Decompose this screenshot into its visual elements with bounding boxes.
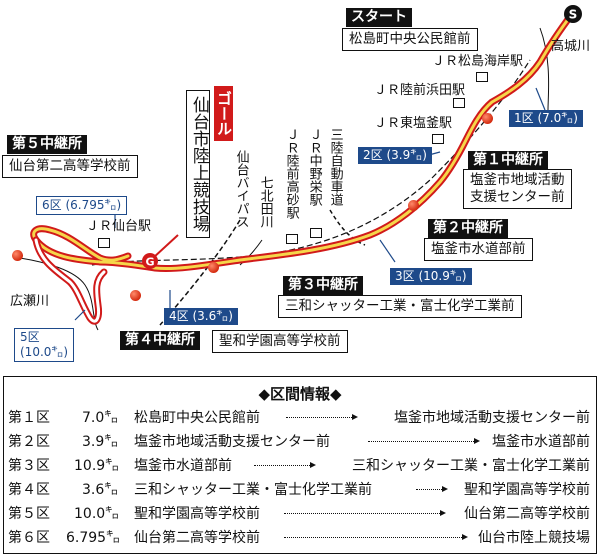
start-tag: スタート <box>346 8 412 28</box>
info-to: 塩釜市地域活動支援センター前 <box>394 410 590 426</box>
sanriku-expressway <box>329 209 366 246</box>
station-matsushima-kaigan: ＪＲ松島海岸駅 <box>432 54 524 69</box>
takagi-river <box>539 27 550 111</box>
relay-3-tag: 第３中継所 <box>283 276 363 296</box>
info-dist: 10.0㌔ <box>74 506 120 522</box>
info-arrow <box>286 414 358 420</box>
section-5-dist: (10.0㌔) <box>20 345 69 359</box>
info-leg: 第１区 <box>8 410 50 426</box>
hirose-river-label: 広瀬川 <box>10 294 50 309</box>
section-pointers <box>74 87 546 321</box>
section-info-panel: ◆区間情報◆ 第１区 7.0㌔ 松島町中央公民館前 塩釜市地域活動支援センター前… <box>3 376 597 554</box>
info-dist: 3.6㌔ <box>82 482 119 498</box>
info-arrow <box>284 510 446 516</box>
relay-5-name: 仙台第二高等学校前 <box>2 155 138 178</box>
relay-4-name: 聖和学園高等学校前 <box>212 330 348 353</box>
start-marker: S <box>564 5 582 23</box>
route-line <box>30 10 576 325</box>
info-from: 塩釜市水道部前 <box>134 458 232 474</box>
station-rikuzen-hamada: ＪＲ陸前浜田駅 <box>374 83 466 98</box>
station-icon <box>98 238 110 248</box>
station-icon <box>453 98 465 108</box>
info-arrow <box>368 438 480 444</box>
goal-tag: ゴール <box>214 86 233 141</box>
station-higashi-shiogama: ＪＲ東塩釜駅 <box>374 116 453 131</box>
relay-1-name-line2: 支援センター前 <box>470 188 565 205</box>
station-icon <box>476 72 488 82</box>
section-5-name: 5区 <box>20 330 40 344</box>
info-from: 松島町中央公民館前 <box>134 410 260 426</box>
info-row-4: 第４区 3.6㌔ 三和シャッター工業・富士化学工業前 聖和学園高等学校前 <box>8 479 590 501</box>
station-sendai: ＪＲ仙台駅 <box>86 219 152 234</box>
station-icon <box>432 134 444 144</box>
info-row-2: 第２区 3.9㌔ 塩釜市地域活動支援センター前 塩釜市水道部前 <box>8 431 590 453</box>
info-to: 仙台第二高等学校前 <box>464 506 590 522</box>
section-6-label: 6区 (6.795㌔) <box>36 196 128 215</box>
relay-1-name-line1: 塩釜市地域活動 <box>470 172 565 188</box>
relay-5-dot <box>12 250 23 261</box>
rail-line <box>91 59 531 266</box>
relay-1-name: 塩釜市地域活動 支援センター前 <box>463 169 572 209</box>
info-from: 聖和学園高等学校前 <box>134 506 260 522</box>
station-nakanosakae: ＪＲ中野栄駅 <box>306 128 322 206</box>
start-name: 松島町中央公民館前 <box>342 28 478 51</box>
info-dist: 6.795㌔ <box>66 530 121 546</box>
info-leg: 第６区 <box>8 530 50 546</box>
relay-2-name: 塩釜市水道部前 <box>424 238 533 261</box>
info-arrow <box>416 486 448 492</box>
info-row-1: 第１区 7.0㌔ 松島町中央公民館前 塩釜市地域活動支援センター前 <box>8 407 590 429</box>
info-to: 仙台市陸上競技場 <box>478 530 590 546</box>
goal-pointer <box>152 234 179 259</box>
info-leg: 第５区 <box>8 506 50 522</box>
relay-3-dot <box>208 262 219 273</box>
info-row-3: 第３区 10.9㌔ 塩釜市水道部前 三和シャッター工業・富士化学工業前 <box>8 455 590 477</box>
info-from: 三和シャッター工業・富士化学工業前 <box>134 482 372 498</box>
section-3-label: 3区 (10.9㌔) <box>390 268 472 285</box>
section-5-label: 5区 (10.0㌔) <box>14 328 75 362</box>
info-row-6: 第６区 6.795㌔ 仙台第二高等学校前 仙台市陸上競技場 <box>8 527 590 549</box>
relay-4-tag: 第４中継所 <box>120 331 200 351</box>
goal-name: 仙台市陸上競技場 <box>186 90 210 238</box>
relay-5-tag: 第５中継所 <box>7 135 87 155</box>
info-row-5: 第５区 10.0㌔ 聖和学園高等学校前 仙台第二高等学校前 <box>8 503 590 525</box>
info-dist: 10.9㌔ <box>74 458 120 474</box>
info-to: 三和シャッター工業・富士化学工業前 <box>352 458 590 474</box>
info-arrow <box>254 462 316 468</box>
svg-text:G: G <box>145 256 154 269</box>
info-to: 聖和学園高等学校前 <box>464 482 590 498</box>
info-leg: 第３区 <box>8 458 50 474</box>
relay-3-name: 三和シャッター工業・富士化学工業前 <box>278 295 522 318</box>
section-1-label: 1区 (7.0㌔) <box>509 110 583 127</box>
info-leg: 第４区 <box>8 482 50 498</box>
sanriku-label: 三陸自動車道 <box>327 128 343 206</box>
station-rikuzen-takasago: ＪＲ陸前高砂駅 <box>283 128 299 219</box>
takagi-river-label: 高城川 <box>551 39 591 54</box>
section-2-label: 2区 (3.9㌔) <box>358 147 432 164</box>
relay-2-dot <box>408 200 419 211</box>
section-info-title: ◆区間情報◆ <box>258 385 342 403</box>
info-dist: 3.9㌔ <box>82 434 119 450</box>
info-from: 仙台第二高等学校前 <box>134 530 260 546</box>
station-icon <box>310 228 322 238</box>
bypass-label: 仙台バイパス <box>233 150 249 228</box>
station-icon <box>286 234 298 244</box>
relay-4-dot <box>130 290 141 301</box>
goal-marker: G <box>142 253 158 269</box>
relay-2-tag: 第２中継所 <box>428 219 508 239</box>
svg-text:S: S <box>569 8 578 22</box>
nanakita-label: 七北田川 <box>257 176 273 228</box>
section-4-label: 4区 (3.6㌔) <box>164 308 238 325</box>
info-from: 塩釜市地域活動支援センター前 <box>134 434 330 450</box>
relay-1-dot <box>482 113 493 124</box>
info-to: 塩釜市水道部前 <box>492 434 590 450</box>
relay-1-tag: 第１中継所 <box>468 151 548 171</box>
info-arrow <box>284 534 468 540</box>
route-map: S G <box>19 5 582 331</box>
info-dist: 7.0㌔ <box>82 410 119 426</box>
info-leg: 第２区 <box>8 434 50 450</box>
